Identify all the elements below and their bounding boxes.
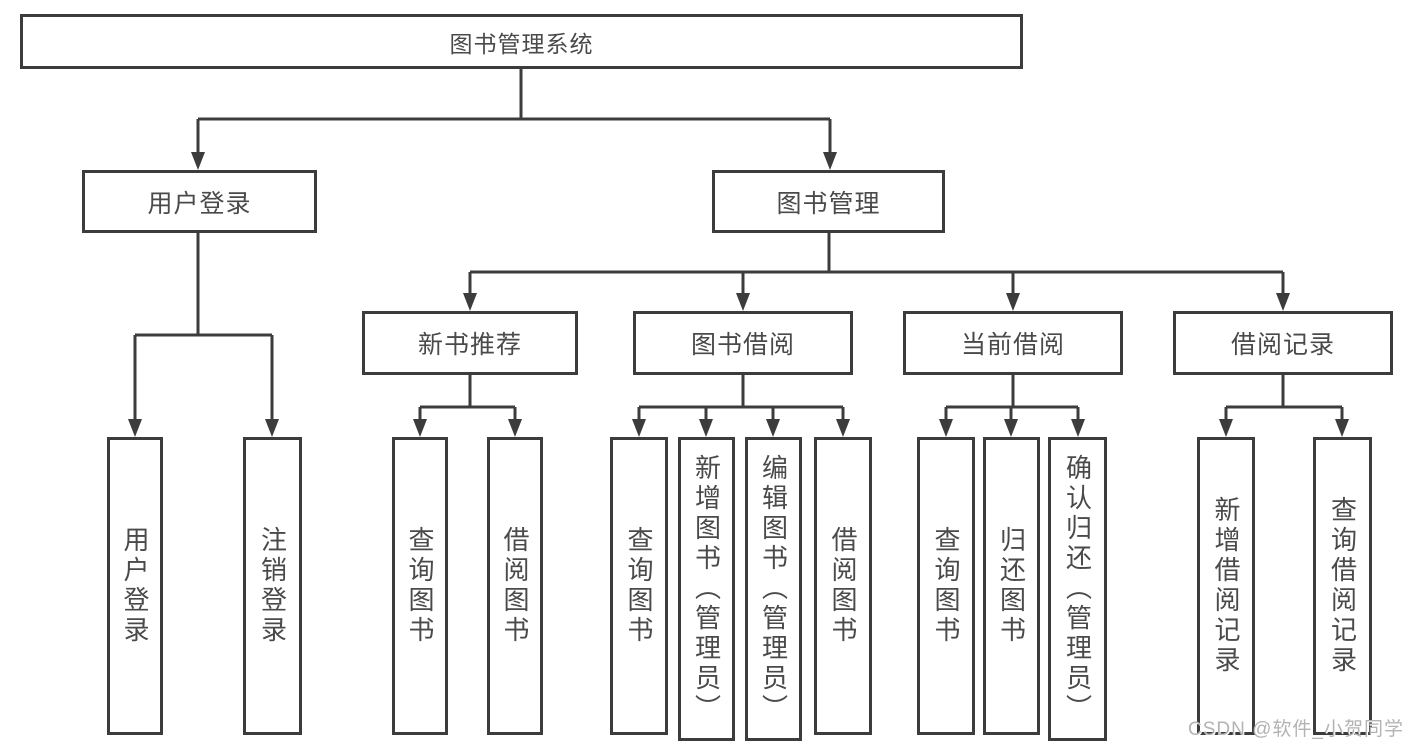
node-label: 用户登录 <box>120 526 150 646</box>
leaf-query-books-borrow: 查询图书 <box>610 437 668 735</box>
leaf-user-login: 用户登录 <box>107 437 163 735</box>
node-label: 图书管理系统 <box>449 30 594 57</box>
leaf-add-borrow-record: 新增借阅记录 <box>1197 437 1255 735</box>
node-label: 借阅记录 <box>1230 331 1335 359</box>
node-label: 借阅图书 <box>828 526 858 646</box>
node-label: 图书借阅 <box>690 331 795 359</box>
node-root: 图书管理系统 <box>20 14 1023 69</box>
node-label: 确认归还（管理员） <box>1062 454 1093 724</box>
node-label: 注销登录 <box>257 526 288 646</box>
leaf-logout: 注销登录 <box>243 437 302 735</box>
node-label: 查询图书 <box>624 526 654 646</box>
node-user-login: 用户登录 <box>82 170 317 233</box>
node-label: 用户登录 <box>147 189 252 218</box>
leaf-add-book-admin: 新增图书（管理员） <box>678 437 735 741</box>
node-book-management: 图书管理 <box>712 170 945 233</box>
leaf-return-books: 归还图书 <box>983 437 1040 735</box>
watermark: CSDN @软件_小贺同学 <box>1188 719 1404 740</box>
node-book-borrow: 图书借阅 <box>633 311 853 375</box>
leaf-confirm-return-admin: 确认归还（管理员） <box>1048 437 1107 741</box>
node-new-book-recommend: 新书推荐 <box>362 311 578 375</box>
node-current-borrow: 当前借阅 <box>903 311 1123 375</box>
node-label: 查询借阅记录 <box>1327 496 1358 676</box>
node-label: 图书管理 <box>776 189 881 218</box>
node-label: 查询图书 <box>405 526 435 646</box>
node-borrow-records: 借阅记录 <box>1173 311 1393 375</box>
node-label: 查询图书 <box>931 526 961 646</box>
node-label: 编辑图书（管理员） <box>758 454 789 724</box>
leaf-edit-book-admin: 编辑图书（管理员） <box>745 437 802 741</box>
leaf-borrow-books-borrow: 借阅图书 <box>814 437 872 735</box>
node-label: 借阅图书 <box>500 526 530 646</box>
node-label: 当前借阅 <box>960 331 1065 359</box>
leaf-query-books-current: 查询图书 <box>917 437 975 735</box>
leaf-borrow-books-recommend: 借阅图书 <box>487 437 543 735</box>
node-label: 新增图书（管理员） <box>691 454 722 724</box>
node-label: 归还图书 <box>996 526 1027 646</box>
leaf-query-borrow-record: 查询借阅记录 <box>1313 437 1372 735</box>
node-label: 新增借阅记录 <box>1211 496 1241 676</box>
leaf-query-books-recommend: 查询图书 <box>392 437 448 735</box>
node-label: 新书推荐 <box>417 331 522 359</box>
